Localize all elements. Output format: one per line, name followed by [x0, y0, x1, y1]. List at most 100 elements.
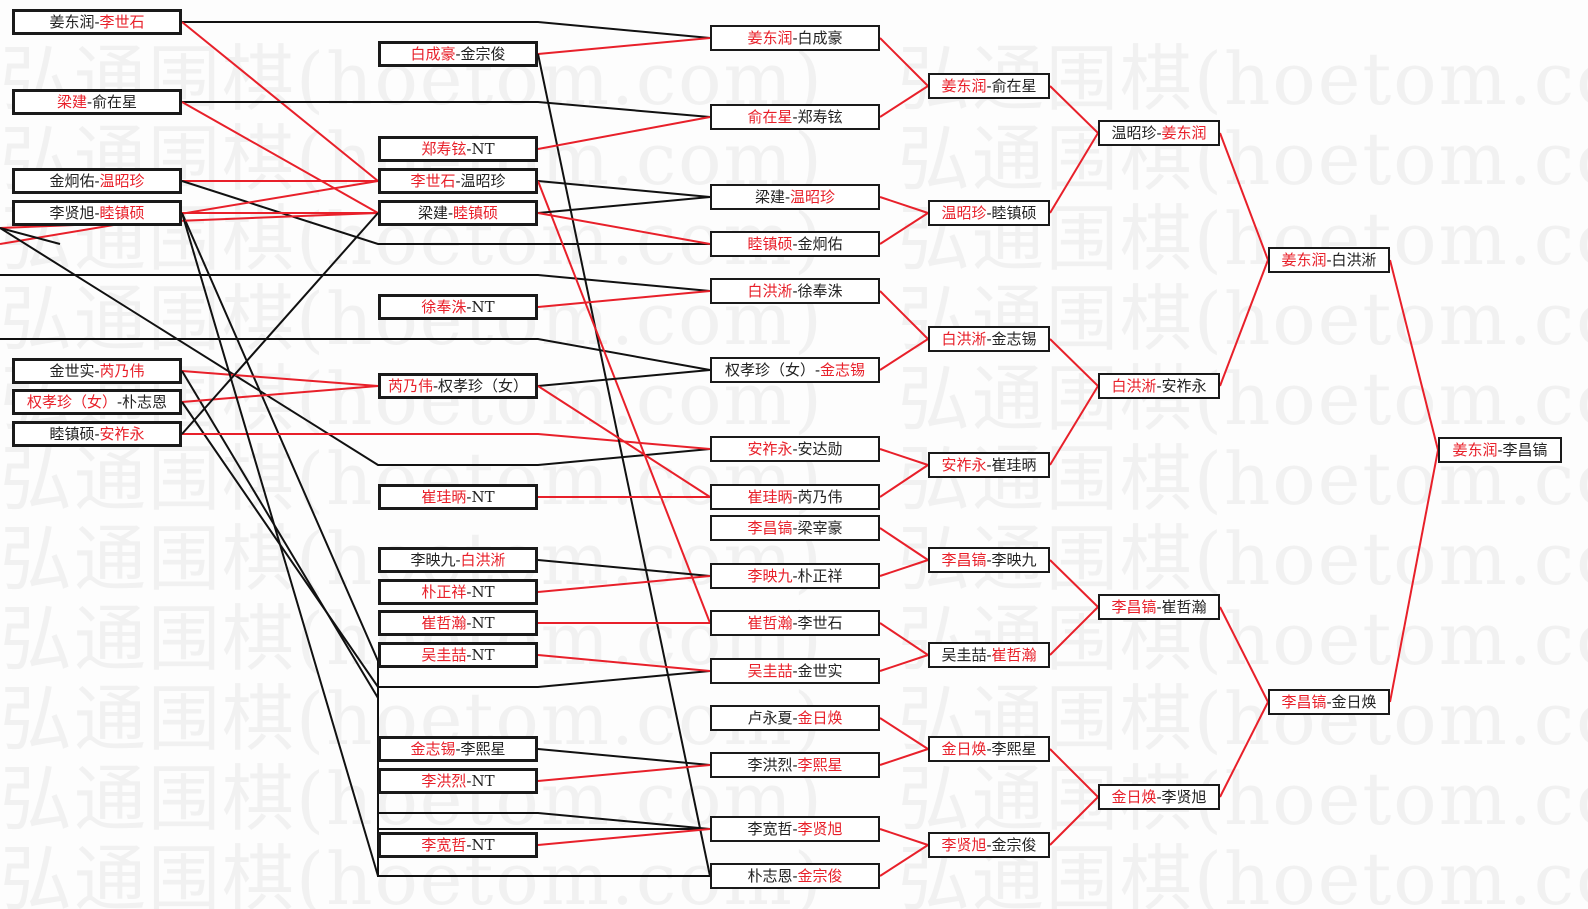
separator: - — [792, 567, 798, 585]
match-box[interactable]: 姜东润-白成豪 — [710, 25, 880, 51]
winner-name: 梁建 — [56, 93, 87, 111]
player-name: 梁建 — [754, 188, 785, 206]
player-name: 金志锡 — [991, 330, 1037, 348]
match-box[interactable]: 白成豪-金宗俊 — [378, 41, 538, 67]
player-name: 崔珪昞 — [991, 456, 1037, 474]
separator: - — [466, 614, 472, 632]
match-box[interactable]: 李洪烈-NT — [378, 768, 538, 794]
match-box[interactable]: 安祚永-安达勋 — [710, 436, 880, 462]
match-box[interactable]: 梁建-俞在星 — [12, 89, 182, 115]
match-box[interactable]: 崔珪昞-NT — [378, 484, 538, 510]
match-box[interactable]: 金日焕-李贤旭 — [1098, 784, 1220, 810]
match-box[interactable]: 吴圭喆-NT — [378, 642, 538, 668]
match-box[interactable]: 吴圭喆-金世实 — [710, 658, 880, 684]
winner-name: 李贤旭 — [941, 836, 987, 854]
match-box[interactable]: 金日焕-李熙星 — [928, 736, 1050, 762]
match-box[interactable]: 睦镇硕-金炯佑 — [710, 231, 880, 257]
player-name: 睦镇硕 — [991, 204, 1037, 222]
match-box[interactable]: 姜东润-李昌镐 — [1438, 437, 1562, 463]
match-box[interactable]: 李昌镐-崔哲瀚 — [1098, 594, 1220, 620]
match-box[interactable]: 李贤旭-睦镇硕 — [12, 200, 182, 226]
separator: - — [1156, 788, 1162, 806]
match-box[interactable]: 安祚永-崔珪昞 — [928, 452, 1050, 478]
player-name: 金炯佑 — [49, 172, 95, 190]
winner-name: 温昭珍 — [941, 204, 987, 222]
match-box[interactable]: 李昌镐-梁宰豪 — [710, 515, 880, 541]
player-name: 李昌镐 — [1502, 441, 1548, 459]
connector-line — [879, 844, 929, 877]
connector-line — [879, 448, 929, 466]
winner-name: 李世石 — [410, 172, 456, 190]
player-name: NT — [471, 772, 495, 790]
connector-line — [1049, 338, 1099, 387]
match-box[interactable]: 芮乃伟-权孝珍（女） — [378, 373, 538, 399]
match-box[interactable]: 姜东润-白洪淅 — [1268, 247, 1390, 273]
connector-line — [0, 180, 379, 245]
separator: - — [792, 709, 798, 727]
connector-line — [879, 464, 929, 498]
match-box[interactable]: 温昭珍-姜东润 — [1098, 120, 1220, 146]
separator: - — [86, 93, 93, 111]
winner-name: 白洪淅 — [1111, 377, 1157, 395]
match-box[interactable]: 梁建-睦镇硕 — [378, 200, 538, 226]
match-box[interactable]: 姜东润-俞在星 — [928, 73, 1050, 99]
winner-name: 温昭珍 — [99, 172, 145, 190]
player-name: 徐奉洙 — [797, 282, 843, 300]
match-box[interactable]: 朴正祥-NT — [378, 579, 538, 605]
winner-name: 金日焕 — [797, 709, 843, 727]
player-name: 金宗俊 — [460, 45, 506, 63]
separator: - — [466, 583, 472, 601]
connector-line — [181, 370, 379, 387]
match-box[interactable]: 李世石-温昭珍 — [378, 168, 538, 194]
player-name: 权孝珍（女） — [438, 377, 529, 395]
match-box[interactable]: 白洪淅-徐奉洙 — [710, 278, 880, 304]
match-box[interactable]: 金世实-芮乃伟 — [12, 358, 182, 384]
match-box[interactable]: 崔哲瀚-李世石 — [710, 610, 880, 636]
match-box[interactable]: 权孝珍（女）-朴志恩 — [12, 389, 182, 415]
connector-line — [1049, 559, 1099, 608]
match-box[interactable]: 李宽哲-李贤旭 — [710, 816, 880, 842]
match-box[interactable]: 崔珪昞-芮乃伟 — [710, 484, 880, 510]
match-box[interactable]: 吴圭喆-崔哲瀚 — [928, 642, 1050, 668]
match-box[interactable]: 李宽哲-NT — [378, 832, 538, 858]
player-name: 梁宰豪 — [797, 519, 843, 537]
separator: - — [1156, 377, 1162, 395]
winner-name: 姜东润 — [1452, 441, 1498, 459]
player-name: 李映九 — [410, 551, 456, 569]
match-box[interactable]: 俞在星-郑寿铉 — [710, 104, 880, 130]
winner-name: 睦镇硕 — [99, 204, 145, 222]
winner-name: 崔珪昞 — [747, 488, 793, 506]
match-box[interactable]: 梁建-温昭珍 — [710, 184, 880, 210]
match-box[interactable]: 李昌镐-金日焕 — [1268, 689, 1390, 715]
match-box[interactable]: 李贤旭-金宗俊 — [928, 832, 1050, 858]
match-box[interactable]: 金炯佑-温昭珍 — [12, 168, 182, 194]
match-box[interactable]: 朴志恩-金宗俊 — [710, 863, 880, 889]
separator: - — [94, 13, 100, 31]
match-box[interactable]: 睦镇硕-安祚永 — [12, 421, 182, 447]
separator: - — [792, 108, 798, 126]
match-box[interactable]: 李洪烈-李熙星 — [710, 752, 880, 778]
player-name: 朴志恩 — [747, 867, 793, 885]
match-box[interactable]: 金志锡-李熙星 — [378, 736, 538, 762]
match-box[interactable]: 李映九-白洪淅 — [378, 547, 538, 573]
separator: - — [1156, 124, 1162, 142]
player-name: 李熙星 — [991, 740, 1037, 758]
match-box[interactable]: 权孝珍（女）-金志锡 — [710, 357, 880, 383]
connector-line — [537, 654, 711, 672]
match-box[interactable]: 李映九-朴正祥 — [710, 563, 880, 589]
connector-line — [537, 53, 711, 877]
match-box[interactable]: 白洪淅-安祚永 — [1098, 373, 1220, 399]
separator: - — [432, 377, 439, 395]
match-box[interactable]: 崔哲瀚-NT — [378, 610, 538, 636]
player-name: 卢永夏 — [747, 709, 793, 727]
match-box[interactable]: 郑寿铉-NT — [378, 136, 538, 162]
match-box[interactable]: 徐奉洙-NT — [378, 294, 538, 320]
connector-line — [1049, 748, 1099, 798]
winner-name: 崔哲瀚 — [747, 614, 793, 632]
match-box[interactable]: 温昭珍-睦镇硕 — [928, 200, 1050, 226]
match-box[interactable]: 白洪淅-金志锡 — [928, 326, 1050, 352]
match-box[interactable]: 卢永夏-金日焕 — [710, 705, 880, 731]
winner-name: 李熙星 — [797, 756, 843, 774]
match-box[interactable]: 李昌镐-李映九 — [928, 547, 1050, 573]
match-box[interactable]: 姜东润-李世石 — [12, 9, 182, 35]
